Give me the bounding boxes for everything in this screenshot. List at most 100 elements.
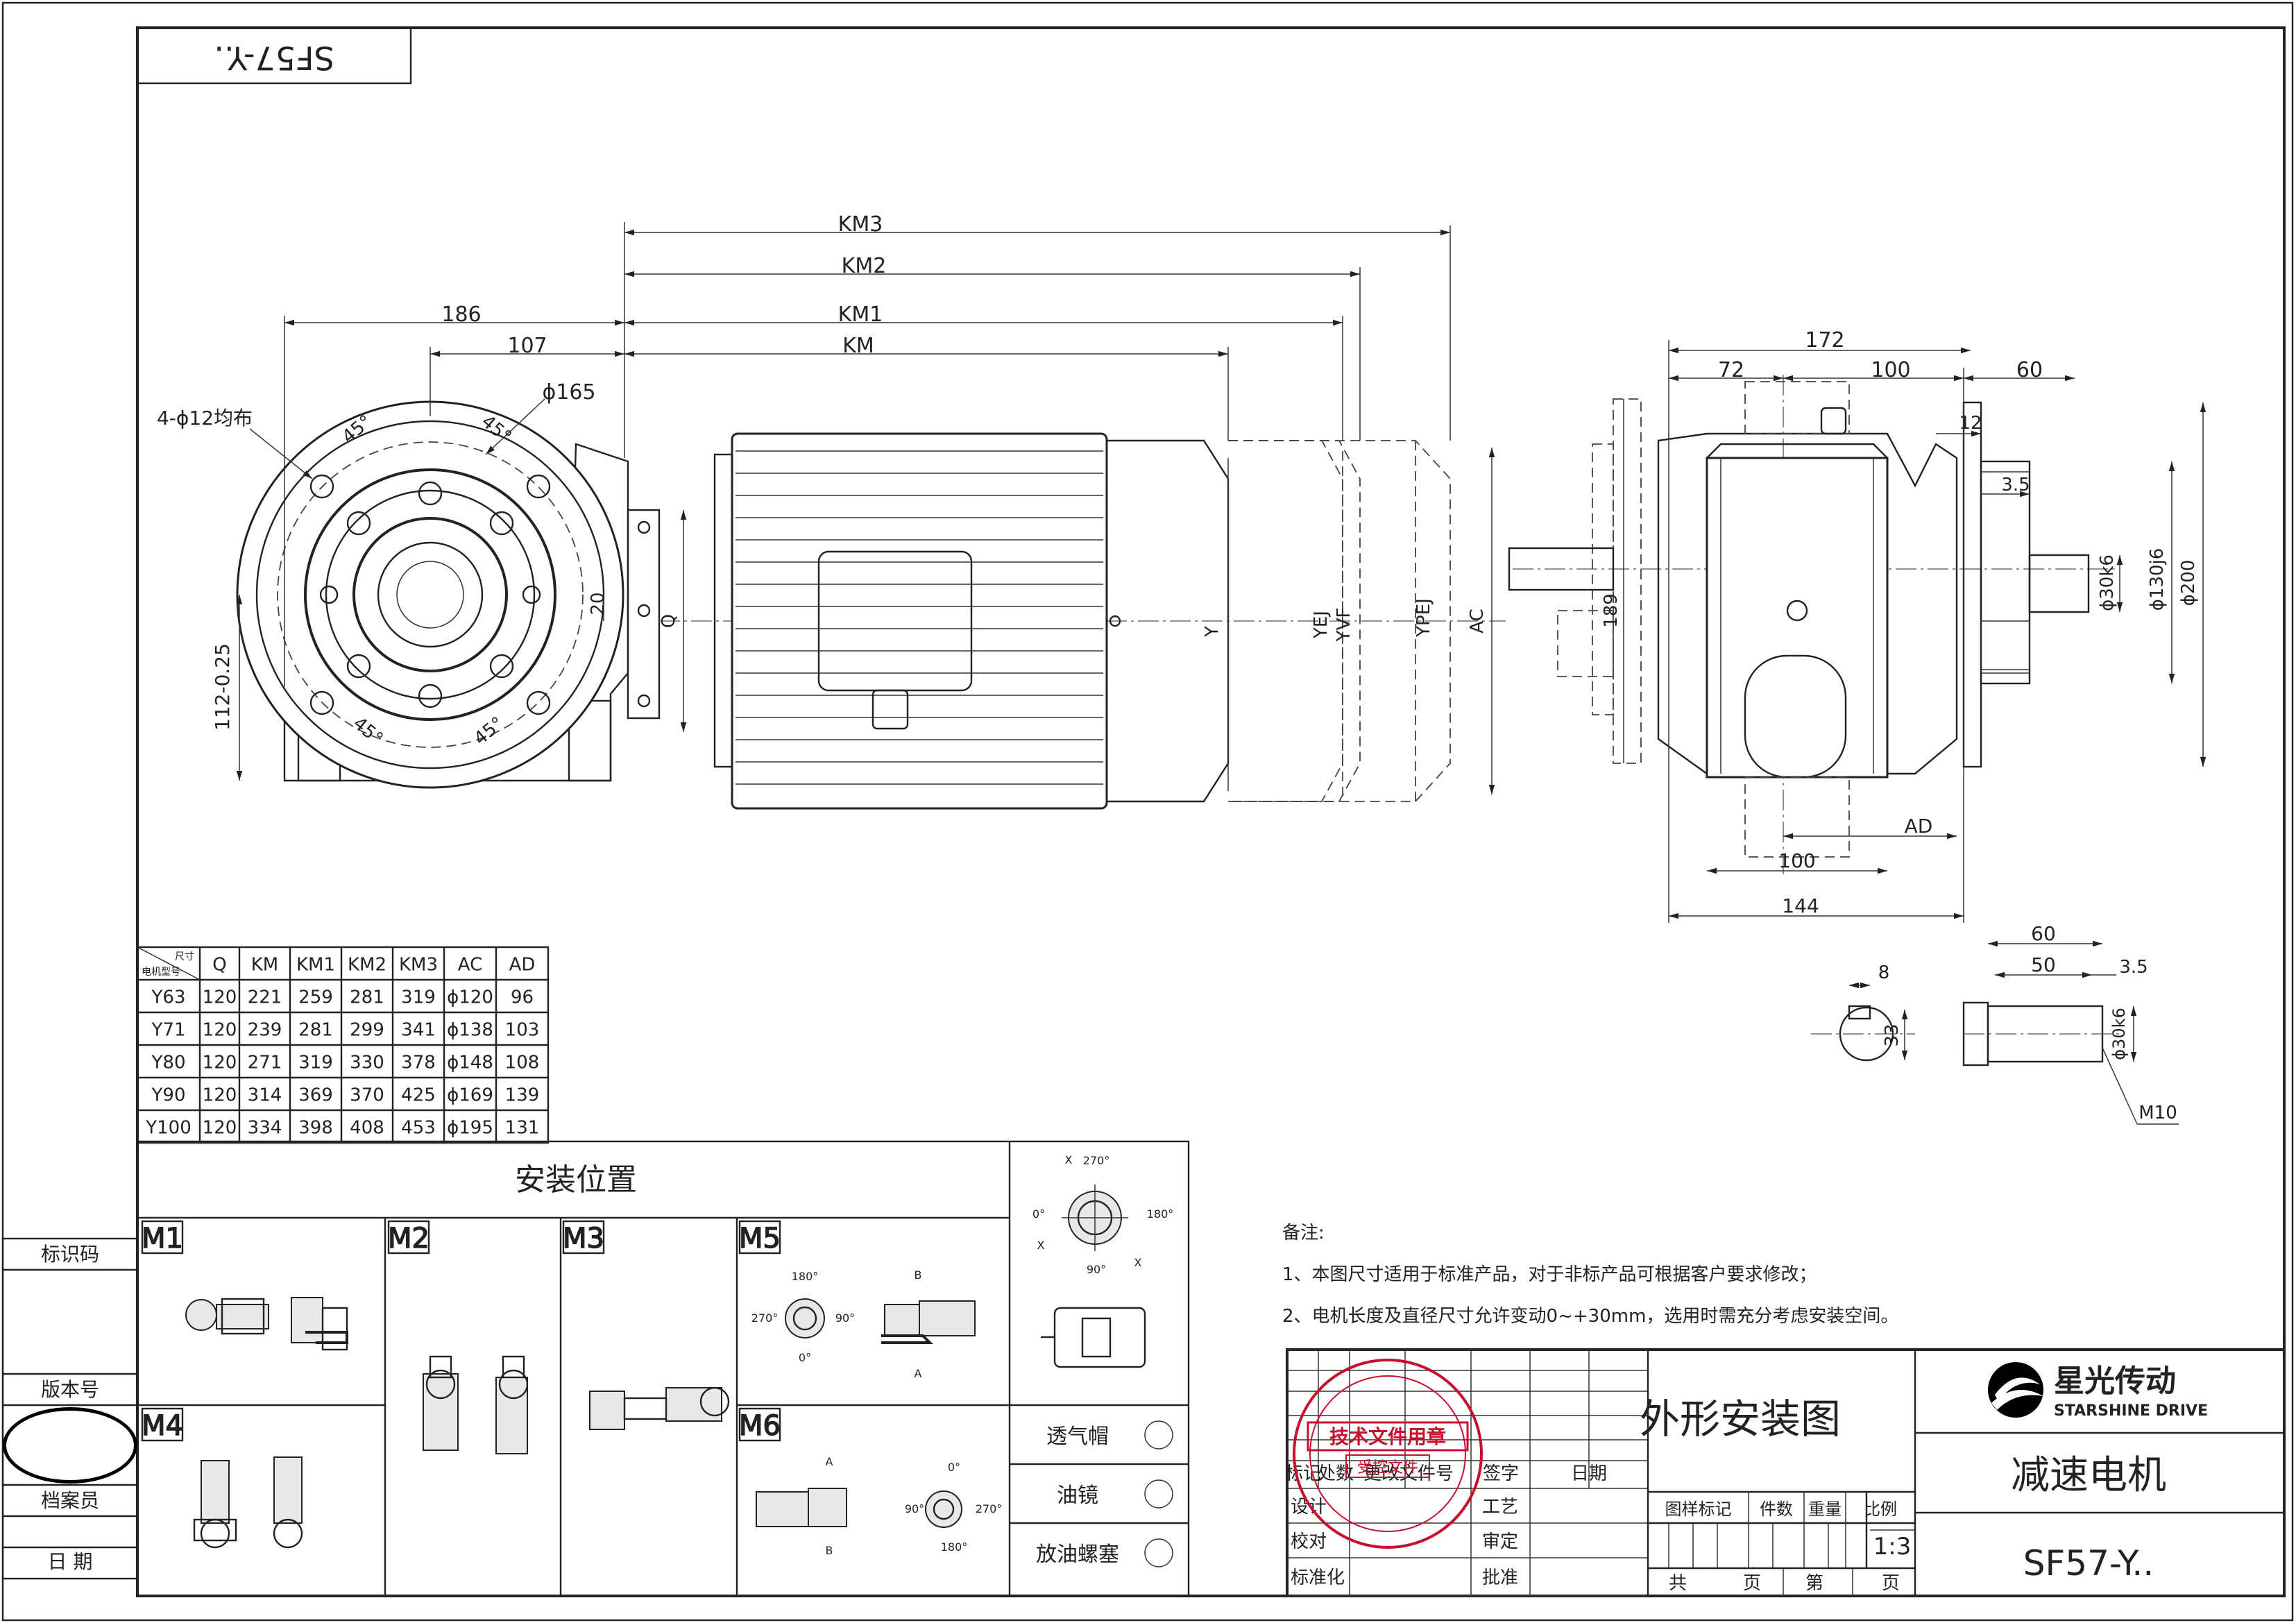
table-cell: 425 bbox=[401, 1085, 436, 1106]
dim-yvf: YVF bbox=[1334, 608, 1354, 643]
table-header: AC bbox=[458, 955, 482, 976]
table-cell: 221 bbox=[248, 987, 282, 1008]
dim-3-5-detail: 3.5 bbox=[2119, 957, 2148, 978]
table-header: KM1 bbox=[296, 955, 335, 976]
legend-vent-cap: 透气帽 bbox=[1046, 1425, 1109, 1449]
m5-letter-b: B bbox=[915, 1268, 922, 1282]
dim-km1: KM1 bbox=[838, 303, 883, 327]
table-cell: 369 bbox=[298, 1085, 333, 1106]
orient-angle-90: 90° bbox=[1087, 1263, 1106, 1276]
orient-angle-0: 0° bbox=[1032, 1207, 1045, 1221]
dim-72: 72 bbox=[1718, 358, 1744, 382]
table-header: KM3 bbox=[399, 955, 438, 976]
model-number: SF57-Y.. bbox=[2023, 1543, 2154, 1583]
table-cell: 281 bbox=[350, 987, 384, 1008]
title-block: 标记处数更改文件号签字日期设计校对标准化工艺审定批准 外形安装图 星光传动 ST… bbox=[1285, 1348, 2286, 1597]
table-cell: 314 bbox=[248, 1085, 282, 1106]
table-cell: 319 bbox=[298, 1053, 333, 1073]
dim-holes: 4-ϕ12均布 bbox=[157, 407, 253, 430]
dim-yej: YEJ bbox=[1311, 611, 1332, 639]
m6-angle-0: 0° bbox=[948, 1461, 960, 1474]
company-logo bbox=[1988, 1362, 2043, 1418]
m6-sketch: 0° 90° 270° 180° A B bbox=[756, 1455, 1002, 1557]
front-view bbox=[236, 400, 661, 789]
drawing-title: 外形安装图 bbox=[1640, 1395, 1841, 1443]
orient-x-1: X bbox=[1065, 1153, 1073, 1166]
table-cell: 334 bbox=[248, 1118, 282, 1139]
table-cell: 281 bbox=[298, 1020, 333, 1041]
table-header: KM bbox=[251, 955, 278, 976]
table-cell: 239 bbox=[248, 1020, 282, 1041]
m5-angle-270: 270° bbox=[751, 1311, 779, 1325]
table-cell: 120 bbox=[203, 987, 237, 1008]
table-header: Q bbox=[212, 955, 226, 976]
mounting-label: M2 bbox=[388, 1223, 430, 1255]
table-cell: 398 bbox=[298, 1118, 333, 1139]
table-cell: ϕ138 bbox=[447, 1020, 493, 1041]
dim-100-bottom: 100 bbox=[1778, 849, 1815, 872]
dim-m10: M10 bbox=[2138, 1103, 2177, 1123]
stamp-top: 技术文件用章 bbox=[1329, 1425, 1446, 1448]
title-sheet-label: 页 bbox=[1882, 1573, 1900, 1594]
table-cell: Y63 bbox=[151, 987, 186, 1008]
title-row-header: 签字 bbox=[1483, 1463, 1519, 1484]
table-cell: Y100 bbox=[145, 1118, 192, 1139]
table-cell: 319 bbox=[401, 987, 436, 1008]
strip-version: 版本号 bbox=[41, 1378, 99, 1401]
m2-sketch bbox=[423, 1355, 529, 1454]
dim-3-5-top: 3.5 bbox=[2001, 475, 2030, 495]
dim-y: Y bbox=[1202, 626, 1223, 638]
dim-107: 107 bbox=[507, 334, 547, 358]
table-cell: ϕ169 bbox=[447, 1085, 493, 1106]
inner-frame bbox=[136, 26, 2286, 1597]
dim-50: 50 bbox=[2031, 953, 2056, 976]
mounting-title: 安装位置 bbox=[515, 1162, 637, 1198]
stamp-bottom: 受控文件 bbox=[1357, 1459, 1418, 1477]
dim-189: 189 bbox=[1601, 593, 1622, 628]
table-cell: ϕ195 bbox=[447, 1118, 493, 1139]
table-corner-bottom: 电机型号 bbox=[142, 967, 180, 978]
table-cell: 341 bbox=[401, 1020, 436, 1041]
table-cell: 139 bbox=[505, 1085, 540, 1106]
mounting-label: M3 bbox=[563, 1223, 604, 1255]
title-side-label: 设计 bbox=[1291, 1497, 1327, 1518]
table-cell: 131 bbox=[505, 1118, 540, 1139]
table-header: KM2 bbox=[348, 955, 386, 976]
title-mid-label: 批准 bbox=[1482, 1567, 1518, 1588]
orientation-diagram: 270° 0° 180° 90° X X X bbox=[1032, 1153, 1173, 1368]
strip-archivist: 档案员 bbox=[41, 1489, 99, 1512]
dim-33: 33 bbox=[1882, 1023, 1903, 1046]
legend-oil-sight: 油镜 bbox=[1057, 1484, 1098, 1508]
dim-172: 172 bbox=[1805, 328, 1844, 352]
company-name-cn: 星光传动 bbox=[2054, 1363, 2176, 1399]
dim-q: Q bbox=[658, 614, 679, 628]
table-cell: Y80 bbox=[151, 1053, 186, 1073]
title-sheet-label: 页 bbox=[1743, 1573, 1761, 1594]
dim-20: 20 bbox=[588, 592, 609, 615]
side-view-right: 172 72 100 60 12 3.5 ϕ30k6 ϕ130j6 ϕ200 1… bbox=[1508, 328, 2206, 923]
dim-60-detail: 60 bbox=[2031, 922, 2056, 945]
notes-title: 备注: bbox=[1282, 1223, 1325, 1243]
m3-sketch bbox=[589, 1386, 730, 1430]
table-cell: 299 bbox=[350, 1020, 384, 1041]
table-cell: ϕ120 bbox=[447, 987, 493, 1008]
table-cell: 120 bbox=[203, 1020, 237, 1041]
title-sheet-label: 第 bbox=[1805, 1573, 1823, 1594]
title-info-header: 图样标记 bbox=[1665, 1499, 1732, 1519]
table-cell: 103 bbox=[505, 1020, 540, 1041]
dim-phi165: ϕ165 bbox=[542, 380, 595, 405]
title-row-header: 日期 bbox=[1571, 1463, 1607, 1484]
title-row-header: 处数 bbox=[1318, 1463, 1354, 1484]
table-cell: 408 bbox=[350, 1118, 384, 1139]
orient-angle-270: 270° bbox=[1083, 1154, 1110, 1167]
dim-100-top: 100 bbox=[1871, 358, 1910, 382]
table-cell: 330 bbox=[350, 1053, 384, 1073]
orient-x-2: X bbox=[1037, 1239, 1045, 1252]
table-cell: Y71 bbox=[151, 1020, 186, 1041]
table-cell: 453 bbox=[401, 1118, 436, 1139]
m1-sketch bbox=[185, 1297, 348, 1351]
title-info-header: 重量 bbox=[1808, 1499, 1842, 1519]
